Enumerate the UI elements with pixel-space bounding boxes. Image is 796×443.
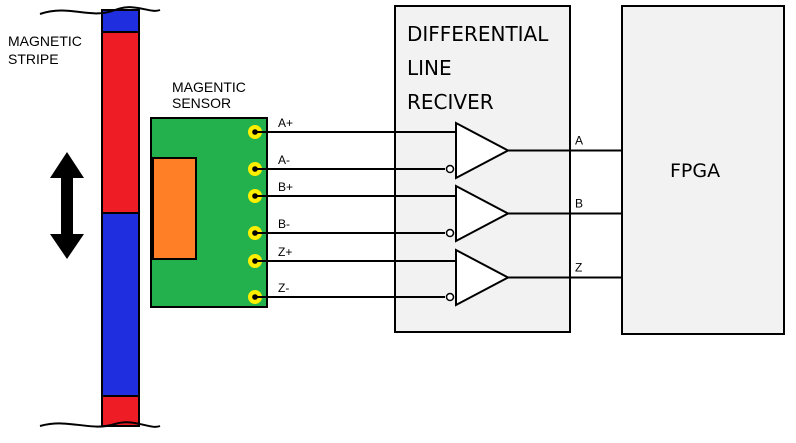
- output-label-z: Z: [575, 261, 582, 275]
- stripe-label: MAGNETIC STRIPE: [8, 33, 86, 67]
- pin-label-b-minus: B-: [278, 217, 290, 231]
- output-label-b: B: [575, 197, 583, 211]
- pin-label-a-minusplus: A+: [278, 116, 293, 130]
- pin-label-b-minusplus: B+: [278, 180, 293, 194]
- sensor-pins: A+ A- B+ B- Z+ Z-: [248, 116, 293, 304]
- stripe-break-bottom: [39, 421, 161, 428]
- fpga-box: [621, 5, 785, 335]
- sensor-element: [152, 157, 197, 260]
- inverting-input-b: [445, 228, 455, 238]
- amplifier-a: [455, 121, 511, 180]
- amplifier-b: [455, 184, 511, 243]
- inverting-input-z: [445, 292, 455, 302]
- output-label-a: A: [575, 134, 583, 148]
- stripe-segment-blue-lower: [101, 212, 140, 397]
- magnetic-stripe: [39, 6, 161, 428]
- stripe-segment-red-upper: [101, 31, 140, 214]
- stripe-segment-red-bottom: [101, 395, 140, 427]
- pin-label-a-minus: A-: [278, 153, 290, 167]
- stripe-break-top: [39, 6, 161, 15]
- sensor-label: MAGENTIC SENSOR: [172, 79, 250, 111]
- pin-label-z-minus: Z-: [278, 281, 289, 295]
- inverting-input-a: [445, 164, 455, 174]
- stripe-segment-blue-top: [101, 9, 140, 33]
- amplifier-z: [455, 248, 511, 307]
- fpga-label: FPGA: [670, 160, 720, 182]
- receiver-label: DIFFERENTIAL LINE RECIVER: [407, 22, 555, 114]
- receiver-amplifiers: [445, 121, 511, 307]
- motion-arrow-icon: [50, 152, 84, 259]
- signal-wires: [255, 131, 456, 298]
- output-lines: A B Z: [508, 134, 622, 279]
- pin-label-z-minusplus: Z+: [278, 245, 292, 259]
